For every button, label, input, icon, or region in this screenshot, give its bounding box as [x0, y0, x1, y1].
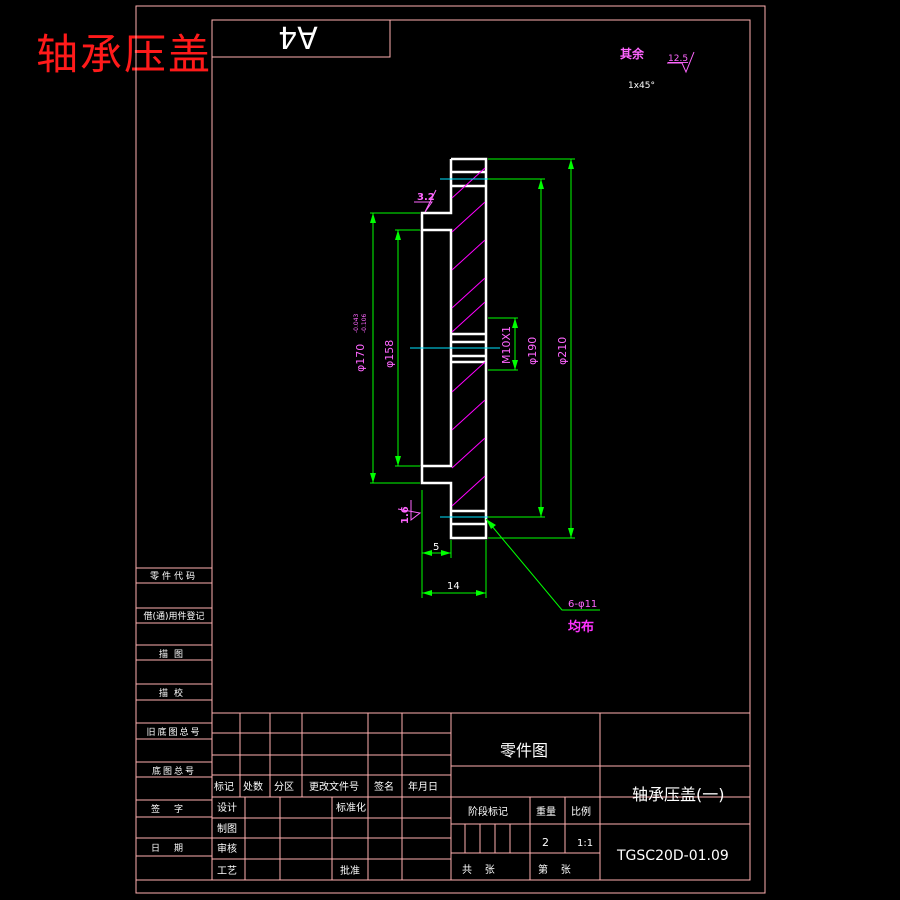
section-hatch — [451, 167, 486, 507]
roughness-marks: 3.2 1.6 — [397, 189, 437, 524]
drawing-type: 零件图 — [500, 741, 548, 760]
hole-spec: 6-φ11 — [568, 599, 597, 610]
drawing-heading: 轴承压盖 — [36, 30, 213, 79]
part-name: 轴承压盖(一) — [632, 785, 725, 804]
left-label-signature: 签字 — [151, 803, 197, 815]
sheet-number: 第 张 — [538, 863, 571, 876]
rev-header-mark: 标记 — [214, 781, 234, 793]
left-label-borrowed: 借(通)用件登记 — [143, 610, 204, 622]
dimension-texts: φ170 -0.043 -0.106 φ158 M10X1 φ190 φ210 … — [353, 313, 569, 592]
dim-14: 14 — [447, 581, 460, 592]
role-review: 审核 — [217, 842, 237, 855]
rev-header-count: 处数 — [243, 780, 263, 793]
left-label-date: 日期 — [151, 843, 197, 854]
chamfer-note: 1x45° — [628, 81, 655, 91]
scale-label: 比例 — [571, 805, 591, 818]
roughness-symbol-icon — [397, 500, 422, 522]
dim-m10: M10X1 — [500, 326, 513, 364]
left-label-tracing: 描图 — [159, 648, 189, 660]
dim-d210: φ210 — [556, 337, 569, 365]
drawing-number: TGSC20D-01.09 — [616, 848, 729, 864]
general-notes: 其余 12.5 1x45° — [620, 46, 695, 91]
stage-mark-label: 阶段标记 — [468, 805, 508, 818]
title-block-grid — [212, 712, 750, 880]
left-column-labels: 零件代码 借(通)用件登记 描图 描校 旧底图总号 底图总号 签字 日期 — [143, 570, 204, 854]
sheet-format-label: A4 — [278, 19, 318, 54]
total-sheets: 共 张 — [462, 864, 495, 876]
rev-header-zone: 分区 — [274, 781, 294, 793]
weight-label: 重量 — [536, 805, 556, 818]
rev-header-sign: 签名 — [374, 780, 394, 793]
dim-d170-tol-upper: -0.043 — [353, 313, 360, 333]
role-drafting: 制图 — [217, 822, 237, 835]
dim-d190: φ190 — [526, 337, 539, 365]
left-label-trace-check: 描校 — [159, 687, 189, 699]
standardization-label: 标准化 — [336, 801, 366, 814]
roughness-1-6: 1.6 — [400, 506, 411, 524]
roughness-symbol-icon — [414, 189, 437, 213]
role-process: 工艺 — [217, 865, 237, 877]
hole-callout: 6-φ11 均布 — [568, 599, 597, 635]
left-column — [136, 567, 212, 881]
roughness-3-2: 3.2 — [417, 192, 435, 203]
rev-header-doc: 更改文件号 — [309, 780, 359, 793]
dimension-arrows — [370, 159, 574, 596]
left-label-master: 底图总号 — [152, 765, 196, 777]
hole-distribution: 均布 — [568, 619, 594, 635]
approval-label: 批准 — [340, 864, 360, 877]
dim-d158: φ158 — [383, 340, 396, 368]
left-label-part-code: 零件代码 — [150, 570, 198, 582]
roughness-symbol-icon — [667, 51, 695, 74]
role-design: 设计 — [217, 801, 237, 814]
dim-d170-tol-lower: -0.106 — [361, 313, 368, 333]
dim-d170: φ170 — [354, 344, 367, 372]
left-label-old-master: 旧底图总号 — [146, 726, 201, 738]
dim-5: 5 — [433, 542, 439, 553]
title-block-text: 标记 处数 分区 更改文件号 签名 年月日 设计 制图 审核 工艺 标准化 批准… — [214, 741, 729, 877]
scale-value: 1:1 — [577, 838, 593, 849]
rev-header-date: 年月日 — [408, 780, 438, 793]
rest-roughness: 12.5 — [668, 54, 688, 64]
sheet-format-box: A4 — [211, 19, 391, 58]
weight-value: 2 — [542, 836, 549, 849]
rest-label: 其余 — [620, 46, 645, 61]
drawing-frame — [135, 5, 766, 894]
